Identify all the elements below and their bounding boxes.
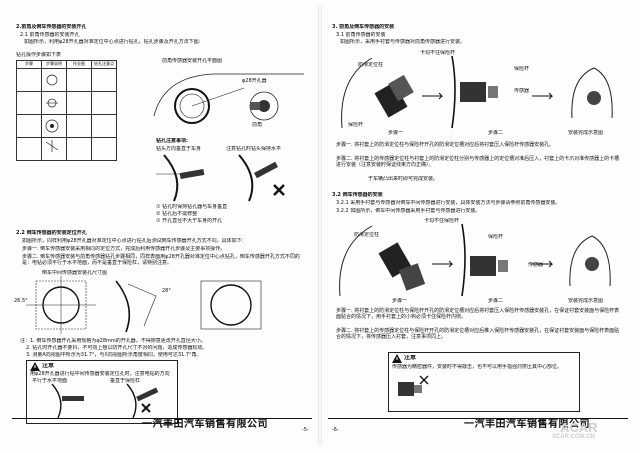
step-caption: 步骤一 (392, 298, 408, 304)
note: ② 钻孔后不需修整 (156, 211, 198, 217)
caution-box (26, 360, 178, 424)
caution-title: 注意 (404, 355, 417, 361)
step-caption: 步骤二 (488, 298, 504, 304)
warning-icon (30, 362, 40, 371)
diagram-label: 保险杆 (514, 66, 530, 72)
step-text: 步骤二. 倒车传感器安装与前角传感器钻孔步骤相同，同样表面用φ28开孔器对准定位… (22, 254, 300, 267)
note: ① 钻孔时保持钻孔器与车身垂直 (156, 204, 228, 210)
diagram-label: 传感器 (514, 88, 530, 94)
section-heading: 3. 前角及倒车传感器的安装 (332, 24, 395, 30)
note: 注意钻孔时钻头保持水平 (226, 146, 282, 152)
paragraph: 如图所示，利用φ28开孔器对准定位中心点进行钻孔，钻孔步骤及开孔方法下图: (24, 39, 201, 45)
sensor-press-sketch (398, 375, 429, 396)
page-right: 3. 前角及倒车传感器的安装 3.1 前角传感器的安装 如图所示，采用手衬套与传… (328, 18, 628, 438)
diagram-label: 防滑定位柱 (354, 232, 380, 238)
drill-steps-table: 步骤 步骤说明 作业图 钻孔注意点 (16, 60, 117, 161)
diagram-label: 防滑定位柱 (358, 62, 384, 68)
note: 钻头方向垂直于车身 (156, 146, 202, 152)
diagram-label: 保险杆 (488, 234, 504, 240)
paragraph: 3.2.1 采用手衬套与传感器对倒车中间传感器进行安装，具体安装方法与步骤请参照… (336, 200, 561, 206)
subsection-heading: 2.1 前角传感器的安装开孔 (20, 32, 80, 38)
company-name: 一汽丰田汽车销售有限公司 (464, 419, 590, 430)
site-watermark-logo: ACAR (560, 420, 598, 435)
page-left: 2.前角及倒车传感器的安装开孔 2.1 前角传感器的安装开孔 如图所示，利用φ2… (12, 18, 312, 438)
table-caption: 钻孔操作步骤如下表 (16, 52, 62, 58)
diagram-label: 传感器 (528, 262, 544, 268)
diagram-label: 卡勾不住保险杆 (424, 218, 460, 224)
caution-title: 注意 (42, 363, 55, 369)
page-number: -6- (332, 427, 339, 433)
paragraph: 3.2.2 如图所示，倒车中间传感器采用手衬套与传感器进行安装。 (336, 208, 481, 214)
step-caption: 安装完成示意图 (568, 130, 604, 136)
diagram-label: 卡勾不住保险杆 (420, 50, 456, 56)
note-title: 钻孔注意事项: (156, 138, 189, 144)
diagram-label: 保险杆 (348, 122, 364, 128)
table-sketches (45, 74, 59, 152)
caution-text: 平行于水平地面 (32, 378, 68, 384)
diagram-caption: 倒车中间传感器安装孔尺寸图 (42, 270, 108, 276)
dimension-label: 26.5° (14, 298, 28, 304)
front-install-diagram (341, 55, 613, 129)
drilling-angle-sketches (156, 154, 285, 202)
page-number: -5- (302, 427, 309, 433)
caution-box (388, 352, 580, 412)
caution-text: 传感器为精密器件，安装时不得敲击，也不可以用手指强烈挤压其中心部位。 (392, 364, 563, 370)
step-caption: 步骤一 (388, 130, 404, 136)
page-fold (318, 6, 322, 446)
step-text: 步骤二. 将衬套上的传感器定位柱与衬套上的防滑定位柱分别与传感器上的定位槽对准后… (336, 156, 620, 169)
footer-rule (12, 418, 312, 419)
label-front: 前角 (252, 122, 263, 128)
step-text: 于车辆凸出来时即可完成安装。 (368, 176, 439, 182)
rear-sensor-dimension-diagram (26, 276, 262, 334)
dimension-label: 28° (162, 288, 171, 294)
caution-sketch (51, 383, 159, 419)
subsection-heading: 3.1 前角传感器的安装 (336, 32, 386, 38)
step-text: 步骤一. 将衬套上的防滑定位柱与保险杆开孔的防滑定位槽对应后将衬套压入保险杆传感… (336, 308, 620, 321)
note: 2. 钻孔时开孔器不要抖，不可向上翘以防开孔尺寸不对的问题，造成传感器松动。 (26, 345, 208, 351)
warning-icon (392, 354, 402, 363)
step-caption: 安装完成示意图 (568, 298, 604, 304)
subsection-heading: 3.2 倒车传感器的安装 (332, 192, 383, 198)
note: 3. 测量A向视图中所示为31.7°，与X向视图所示角度相同，使用可达31.7°… (26, 352, 202, 358)
company-name: 一汽丰田汽车销售有限公司 (142, 419, 268, 430)
label-hole-saw: φ28开孔器 (242, 78, 267, 84)
note: 注：1. 倒车传感器开孔采用规格为φ28mm的开孔器，不得随意更改开孔直径大小。 (20, 338, 206, 344)
step-caption: 步骤二 (488, 130, 504, 136)
caution-text: 垂直于保险杠 (110, 378, 141, 384)
diagram-caption: 前角传感器安装开孔平面图 (162, 58, 223, 64)
subsection-heading: 2.2 倒车传感器的安装定位开孔 (16, 230, 87, 236)
note: ① 开孔直径不大于车身的开孔 (156, 218, 223, 224)
footer-rule (328, 418, 628, 419)
step-text: 步骤二. 将衬套上的传感器定位柱与保险杆开孔的防滑定位槽对应后推入保险杆传感器安… (336, 328, 620, 341)
paragraph: 如图所示，采用手衬套与传感器对前角传感器进行安装。 (340, 39, 466, 45)
site-watermark-url: XCAR.COM.CN (552, 434, 595, 440)
caution-text: 用φ28开孔器进行钻中间传感器安装定位孔时，注意电钻的方向 (30, 371, 170, 377)
step-text: 步骤一. 将衬套上的防滑定位柱与保险杆开孔的防滑定位槽对应后将衬套压入保险杆传感… (336, 142, 555, 148)
section-heading: 2.前角及倒车传感器的安装开孔 (16, 24, 87, 30)
front-sensor-diagram (153, 73, 304, 124)
step-text: 步骤一. 倒车传感器安装采用相同的定位方式，完成后利用传感器开孔步骤及主要事项操… (22, 246, 226, 252)
rear-install-diagram (339, 223, 611, 297)
paragraph: 如图所示，同样利用φ28开孔器对准定位中心点进行钻孔后测试倒车传感器开孔方式不同… (22, 238, 244, 244)
